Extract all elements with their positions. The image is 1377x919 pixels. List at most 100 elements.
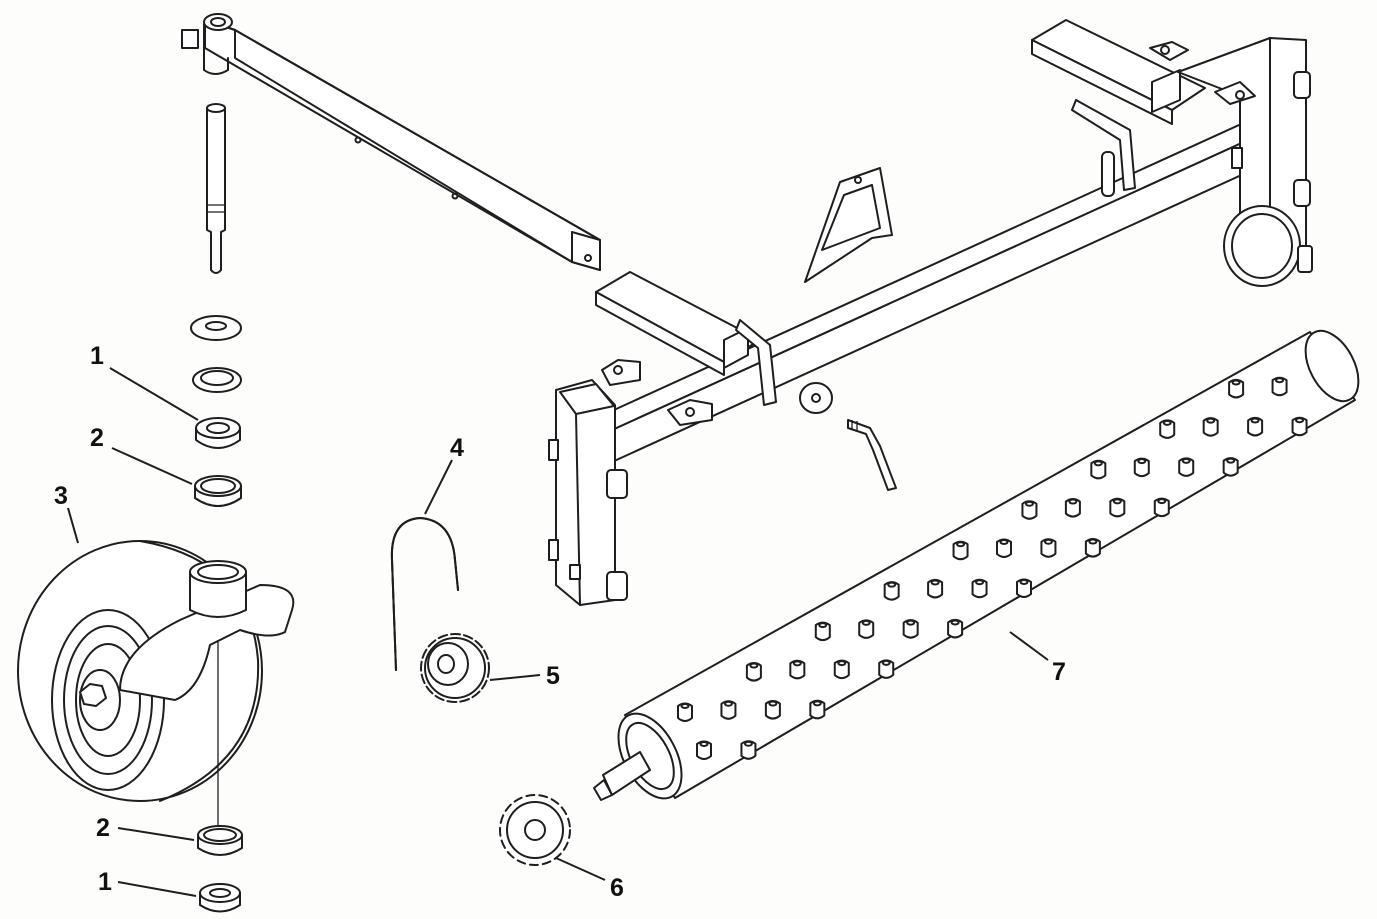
drum-spike-tip (1157, 498, 1167, 505)
callout-4: 4 (450, 434, 464, 462)
drum-spike (1178, 457, 1195, 477)
bearing-cone-lower (197, 825, 243, 856)
bearing-cone-upper (194, 475, 242, 507)
drum-spike (1153, 497, 1170, 518)
drum-spike-tip (1181, 457, 1191, 464)
drum-spike-tip (950, 619, 960, 626)
drum-spike (696, 740, 712, 760)
drum-spike-tip (1112, 498, 1122, 505)
drum-spike (809, 699, 826, 720)
idler-sprocket (420, 633, 490, 703)
leader-3 (67, 507, 79, 544)
main-frame (548, 19, 1313, 606)
drum-spike-tip (1162, 419, 1172, 426)
callout-7: 7 (1052, 658, 1066, 686)
drum-spike-tip (1250, 417, 1260, 424)
callout-6: 6 (610, 874, 624, 902)
drum-spike (1271, 376, 1288, 397)
callout-2: 2 (90, 424, 104, 452)
drum-spike (1247, 416, 1264, 437)
drum-spike (720, 700, 737, 720)
drum-spike-tip (818, 622, 828, 629)
drum-spike (952, 540, 969, 561)
drum-spike (996, 538, 1012, 558)
callout-5: 5 (546, 662, 560, 690)
drum-spike (902, 619, 919, 639)
callout-2b: 2 (96, 814, 110, 842)
leader-lines (67, 367, 1049, 897)
drum-spike (1159, 419, 1176, 439)
drum-spike (883, 581, 900, 601)
pivot-pin (206, 103, 226, 274)
drum-spike (1064, 498, 1081, 518)
leader-6 (555, 857, 606, 881)
drum-spike (745, 662, 762, 682)
drive-chain (390, 517, 459, 671)
drum-spike (1016, 578, 1032, 598)
drum-spike-tip (1295, 417, 1305, 424)
drum-spike (1084, 538, 1101, 558)
drum-spike (833, 659, 850, 680)
callout-labels: 1 2 3 4 5 6 7 2 1 (54, 342, 1066, 902)
drum-spike-tip (749, 662, 759, 669)
drum-spike-tip (768, 700, 778, 707)
leader-7 (1009, 631, 1049, 661)
drum-spike-tip (1088, 538, 1098, 545)
upper-washer (190, 315, 242, 341)
drum-spike (1090, 459, 1107, 480)
drum-spike (1040, 538, 1057, 558)
drum-spike (814, 621, 831, 642)
drum-spike (1021, 500, 1038, 520)
drum-spike (1291, 416, 1308, 437)
upper-seal (192, 367, 242, 393)
drum-spike (1202, 417, 1219, 437)
leader-2b (117, 827, 195, 841)
drum-spike-tip (812, 700, 822, 707)
drum-spike-tip (680, 703, 690, 709)
leader-4 (424, 459, 453, 515)
drum-spike (764, 700, 781, 720)
drum-spike-tip (930, 579, 940, 586)
spiked-drum (593, 329, 1360, 801)
drum-spike (1109, 497, 1126, 518)
bearing-cup-upper (195, 417, 241, 449)
drum-spike-tip (723, 700, 733, 707)
leader-2 (111, 447, 193, 485)
drum-washer (799, 382, 833, 414)
drive-sprocket (499, 794, 571, 866)
hitch-bar (181, 13, 601, 271)
drum-spike-tip (1137, 458, 1147, 465)
drum-spike-tip (1275, 377, 1285, 384)
drum-spike-tip (1226, 457, 1236, 464)
drum-spike (971, 578, 988, 599)
bearing-cup-lower (199, 883, 241, 913)
drum-spike-tip (881, 659, 891, 666)
drum-spike-tip (956, 541, 966, 548)
drum-spike-tip (743, 740, 753, 747)
drum-spike-tip (1206, 417, 1216, 424)
drum-spike (858, 619, 875, 639)
grease-fitting-bolt (847, 419, 897, 491)
drum-spike-tip (837, 660, 847, 667)
drum-spike-tip (1024, 500, 1034, 507)
drum-spike-tip (699, 741, 709, 747)
drum-spike (1222, 457, 1239, 477)
drum-spike-tip (792, 660, 802, 667)
callout-1b: 1 (98, 868, 112, 896)
drum-spike-tip (1093, 460, 1103, 467)
leader-1 (109, 367, 199, 421)
drum-spike (789, 659, 806, 680)
drum-spike-tip (975, 579, 985, 586)
callout-1: 1 (90, 342, 104, 370)
drum-spike (1133, 457, 1150, 478)
drum-spike-tip (999, 539, 1009, 545)
drum-spike-tip (1019, 579, 1029, 585)
drum-spike-tip (1231, 379, 1241, 386)
drum-spike (1228, 378, 1245, 399)
drum-spike-tip (861, 619, 871, 626)
callout-3: 3 (54, 482, 68, 510)
caster-fork (119, 560, 295, 701)
drum-spike (740, 740, 757, 760)
